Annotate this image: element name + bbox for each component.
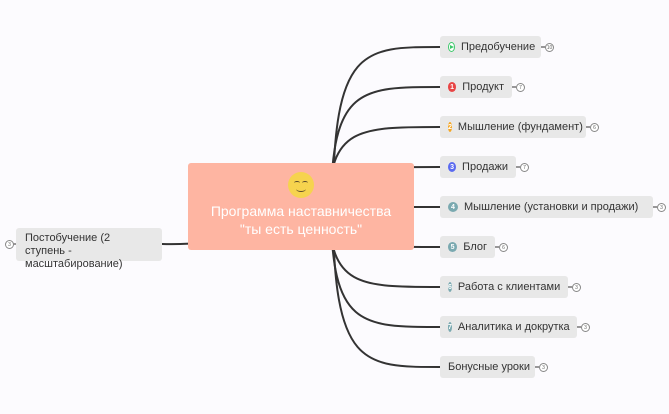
topic-label: Продажи [462,161,508,173]
topic-node[interactable]: 4 Мышление (установки и продажи) [440,196,653,218]
topic-label: Аналитика и докрутка [457,321,570,333]
central-title-line2: "ты есть ценность" [239,221,363,237]
topic-label: Бонусные уроки [448,361,531,373]
collapse-count-badge[interactable]: 7 [520,163,529,172]
topic-label: Мышление (фундамент) [457,121,583,133]
collapse-count-badge[interactable]: 3 [539,363,548,372]
topic-node[interactable]: 2 Мышление (фундамент) [440,116,586,138]
topic-label: Продукт [462,81,504,93]
topic-node[interactable]: 3 Продажи [440,156,516,178]
central-topic[interactable]: Программа наставничества "ты есть ценнос… [188,163,414,250]
topic-node[interactable]: 6 Работа с клиентами [440,276,568,298]
topic-label: Постобучение (2 ступень - масштабировани… [25,232,123,270]
collapse-count-badge[interactable]: 3 [581,323,590,332]
smiling-face-icon [288,172,314,198]
topic-label: Блог [463,241,487,253]
topic-node[interactable]: 7 Аналитика и докрутка [440,316,577,338]
priority-4-icon: 4 [448,202,458,212]
collapse-count-badge[interactable]: 3 [572,283,581,292]
topic-node[interactable]: Бонусные уроки [440,356,535,378]
collapse-count-badge[interactable]: 7 [516,83,525,92]
priority-3-icon: 3 [448,162,457,172]
collapse-count-badge[interactable]: 3 [5,240,14,249]
priority-7-icon: 7 [448,322,452,332]
topic-node[interactable]: 1 Продукт [440,76,512,98]
priority-2-icon: 2 [448,122,452,132]
topic-node[interactable]: 5 Блог [440,236,495,258]
branch-line [332,206,441,368]
topic-label: Мышление (установки и продажи) [464,201,639,213]
priority-5-icon: 5 [448,242,458,252]
topic-label: Работа с клиентами [457,281,561,293]
topic-postobuchenie[interactable]: Постобучение (2 ступень - масштабировани… [16,228,162,270]
collapse-count-badge[interactable]: 6 [590,123,599,132]
collapse-count-badge[interactable]: 6 [499,243,508,252]
central-title-line1: Программа наставничества [210,203,392,219]
priority-1-icon: 1 [448,82,457,92]
play-icon [448,42,455,52]
priority-6-icon: 6 [448,282,452,292]
topic-label: Предобучение [461,41,536,53]
topic-node[interactable]: Предобучение [440,36,541,58]
collapse-count-badge[interactable]: 3 [657,203,666,212]
collapse-count-badge[interactable]: 10 [545,43,554,52]
